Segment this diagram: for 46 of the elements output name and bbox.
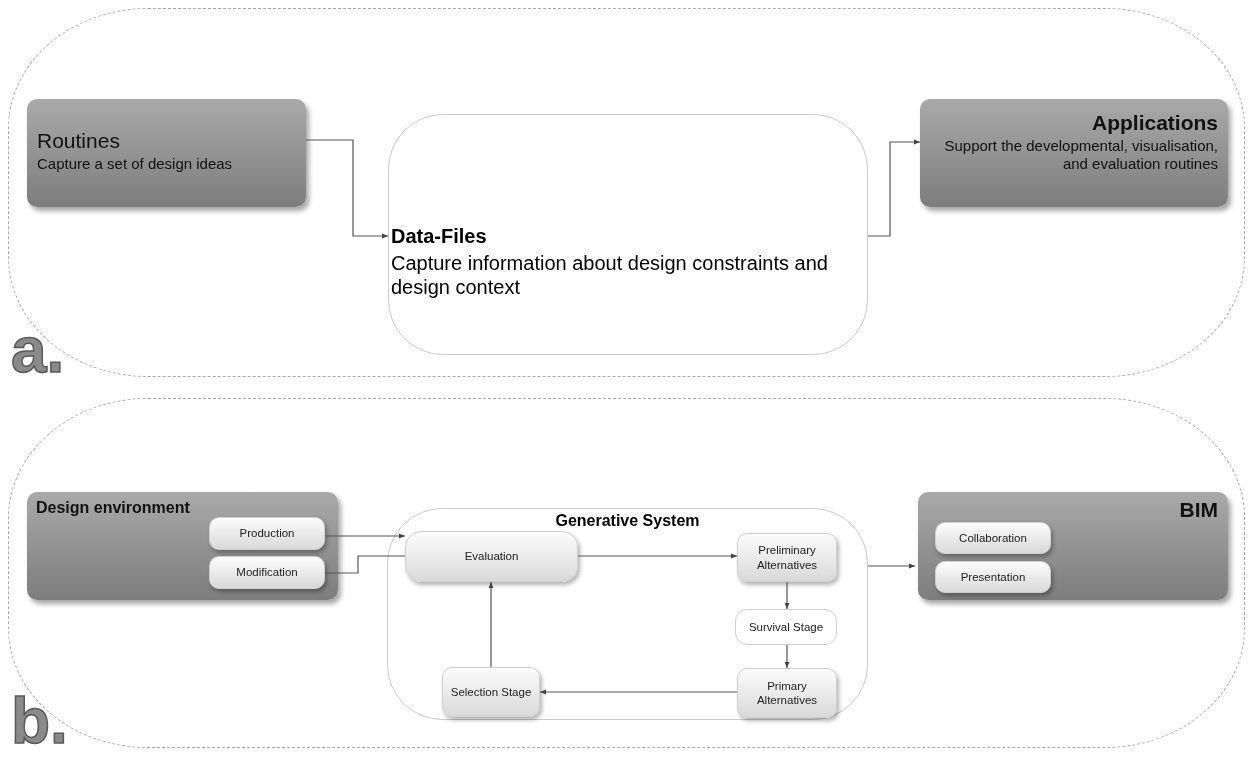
step-box	[405, 531, 578, 582]
arrow	[784, 581, 790, 610]
step-box	[935, 561, 1051, 593]
arrow	[867, 563, 916, 569]
step-label: Preliminary Alternatives	[755, 543, 819, 572]
box-heading: Routines	[36, 128, 121, 153]
process-box	[920, 99, 1228, 207]
step-label: Survival Stage	[748, 619, 824, 635]
box-heading: Data-Files	[390, 224, 488, 248]
box-description: Support the developmental, visualisation, and evaluation routines	[943, 136, 1219, 173]
arrow	[305, 139, 389, 239]
step-label: Primary Alternatives	[755, 678, 819, 708]
process-box	[27, 99, 306, 207]
dashed-panel	[8, 398, 1245, 748]
step-label: Presentation	[960, 569, 1026, 585]
step-label: Evaluation	[464, 549, 519, 564]
step-box	[209, 556, 325, 589]
process-box	[918, 492, 1228, 600]
container-heading: Generative System	[554, 511, 701, 530]
step-box	[737, 533, 837, 582]
arrow	[539, 689, 738, 695]
step-box	[737, 668, 837, 718]
rounded-box	[388, 114, 868, 355]
box-heading: BIM	[1178, 497, 1219, 522]
box-description: Capture information about design constraints and design context	[390, 251, 829, 299]
step-label: Modification	[236, 565, 298, 580]
arrow	[867, 139, 921, 237]
arrow	[577, 553, 738, 559]
container-box	[387, 508, 868, 720]
panel-letter: b.	[11, 689, 68, 753]
dashed-panel	[8, 8, 1245, 377]
box-heading: Design environment	[35, 498, 191, 517]
arrow	[325, 533, 406, 539]
step-box	[735, 609, 837, 645]
step-label: Collaboration	[959, 530, 1027, 546]
box-heading: Applications	[1091, 110, 1219, 135]
process-box	[27, 492, 338, 600]
arrow	[784, 644, 790, 669]
step-box	[209, 517, 325, 550]
step-box	[442, 667, 540, 717]
step-label: Selection Stage	[450, 684, 532, 700]
box-description: Capture a set of design ideas	[36, 154, 234, 172]
arrow	[488, 581, 494, 668]
panel-letter: a.	[11, 318, 65, 382]
step-label: Production	[239, 526, 295, 541]
step-box	[935, 522, 1051, 554]
